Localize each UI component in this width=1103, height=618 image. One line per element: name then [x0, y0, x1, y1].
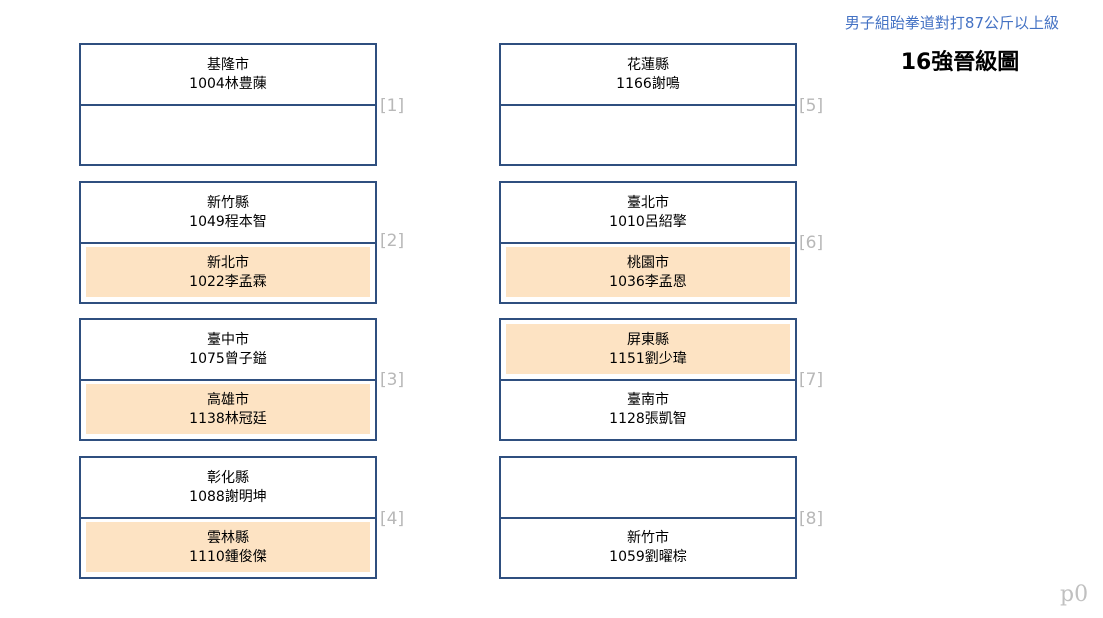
match-2-top-team: 新竹縣	[207, 194, 249, 211]
match-7-bottom-slot: 臺南市 1128張凱智	[501, 381, 795, 439]
match-6-top-player: 1010呂紹擎	[609, 213, 687, 230]
match-7-divider	[501, 379, 795, 381]
match-8-bottom-slot: 新竹市 1059劉曜棕	[501, 519, 795, 577]
match-3-bottom-slot: 高雄市 1138林冠廷	[81, 381, 375, 439]
match-4-bottom-player: 1110鍾俊傑	[189, 549, 267, 565]
match-6-bottom-player: 1036李孟恩	[609, 274, 687, 290]
match-8-bottom-player: 1059劉曜棕	[609, 549, 687, 565]
match-8-top-slot	[501, 458, 795, 517]
match-number-5: [5]	[799, 96, 824, 116]
match-1-bottom-slot	[81, 106, 375, 164]
match-2-top-slot: 新竹縣 1049程本智	[81, 183, 375, 242]
winner-highlight	[86, 384, 370, 434]
match-3-bottom-player: 1138林冠廷	[189, 411, 267, 427]
match-6-bottom-slot: 桃園市 1036李孟恩	[501, 244, 795, 302]
bracket-title: 16強晉級圖	[900, 50, 1020, 75]
match-box-8: 新竹市 1059劉曜棕	[499, 456, 797, 579]
match-number-6: [6]	[799, 233, 824, 253]
winner-highlight	[86, 247, 370, 297]
match-7-bottom-team: 臺南市	[627, 392, 669, 408]
match-5-top-player: 1166謝鳴	[616, 75, 680, 92]
match-number-3: [3]	[380, 370, 405, 390]
match-4-bottom-slot: 雲林縣 1110鍾俊傑	[81, 519, 375, 577]
match-box-3: 臺中市 1075曾子鎰 高雄市 1138林冠廷	[79, 318, 377, 441]
match-7-top-slot: 屏東縣 1151劉少瑋	[501, 320, 795, 379]
match-1-top-team: 基隆市	[207, 56, 249, 73]
match-6-divider	[501, 242, 795, 244]
match-4-top-player: 1088謝明坤	[189, 488, 267, 505]
match-6-bottom-team: 桃園市	[627, 255, 669, 271]
match-5-top-slot: 花蓮縣 1166謝鳴	[501, 45, 795, 104]
match-4-divider	[81, 517, 375, 519]
match-6-top-team: 臺北市	[627, 194, 669, 211]
winner-highlight	[86, 522, 370, 572]
match-box-7: 屏東縣 1151劉少瑋 臺南市 1128張凱智	[499, 318, 797, 441]
match-3-top-player: 1075曾子鎰	[189, 350, 267, 367]
match-box-6: 臺北市 1010呂紹擎 桃園市 1036李孟恩	[499, 181, 797, 304]
page-tag: p0	[1060, 582, 1089, 607]
match-box-2: 新竹縣 1049程本智 新北市 1022李孟霖	[79, 181, 377, 304]
match-box-1: 基隆市 1004林豊蔯	[79, 43, 377, 166]
match-5-bottom-slot	[501, 106, 795, 164]
match-2-bottom-slot: 新北市 1022李孟霖	[81, 244, 375, 302]
match-7-bottom-player: 1128張凱智	[609, 411, 687, 427]
match-2-divider	[81, 242, 375, 244]
match-3-divider	[81, 379, 375, 381]
match-7-top-team: 屏東縣	[627, 331, 669, 348]
match-4-top-team: 彰化縣	[207, 469, 249, 486]
match-8-divider	[501, 517, 795, 519]
match-3-bottom-team: 高雄市	[207, 392, 249, 408]
winner-highlight	[506, 324, 790, 374]
match-1-top-player: 1004林豊蔯	[189, 75, 267, 92]
match-2-bottom-player: 1022李孟霖	[189, 274, 267, 290]
match-1-top-slot: 基隆市 1004林豊蔯	[81, 45, 375, 104]
match-2-bottom-team: 新北市	[207, 255, 249, 271]
match-number-1: [1]	[380, 96, 405, 116]
match-8-bottom-team: 新竹市	[627, 530, 669, 546]
match-5-top-team: 花蓮縣	[627, 56, 669, 73]
match-3-top-slot: 臺中市 1075曾子鎰	[81, 320, 375, 379]
match-number-4: [4]	[380, 509, 405, 529]
match-number-8: [8]	[799, 509, 824, 529]
match-7-top-player: 1151劉少瑋	[609, 350, 687, 367]
match-1-divider	[81, 104, 375, 106]
match-number-2: [2]	[380, 231, 405, 251]
event-category: 男子組跆拳道對打87公斤以上級	[844, 14, 1059, 32]
match-box-5: 花蓮縣 1166謝鳴	[499, 43, 797, 166]
match-2-top-player: 1049程本智	[189, 213, 267, 230]
match-box-4: 彰化縣 1088謝明坤 雲林縣 1110鍾俊傑	[79, 456, 377, 579]
match-4-bottom-team: 雲林縣	[207, 530, 249, 546]
winner-highlight	[506, 247, 790, 297]
match-3-top-team: 臺中市	[207, 331, 249, 348]
match-4-top-slot: 彰化縣 1088謝明坤	[81, 458, 375, 517]
match-number-7: [7]	[799, 370, 824, 390]
match-6-top-slot: 臺北市 1010呂紹擎	[501, 183, 795, 242]
match-5-divider	[501, 104, 795, 106]
